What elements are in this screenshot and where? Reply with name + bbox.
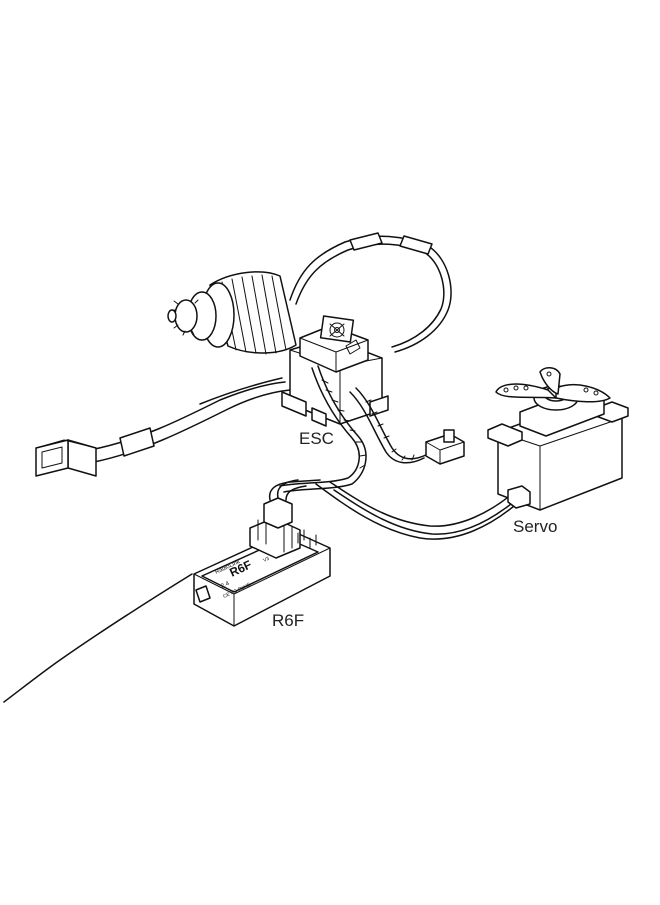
- receiver-r6f: RadioLink R6F V3 2.4 CE FC RoHS: [193, 479, 331, 627]
- esc-label: ESC: [299, 429, 334, 448]
- receiver-freq-print: 2.4: [220, 581, 231, 590]
- servo-label: Servo: [513, 517, 558, 536]
- receiver-label: R6F: [272, 611, 305, 630]
- motor-wire-loop: [289, 232, 452, 353]
- receiver-version-print: V3: [262, 556, 270, 564]
- servo: [487, 367, 629, 511]
- motor: [167, 271, 297, 355]
- servo-wire: [315, 481, 517, 540]
- receiver-antenna: [3, 573, 193, 703]
- esc-switch-wire: [349, 387, 465, 465]
- esc-signal-wire: [279, 365, 367, 493]
- battery-lead: [35, 377, 291, 477]
